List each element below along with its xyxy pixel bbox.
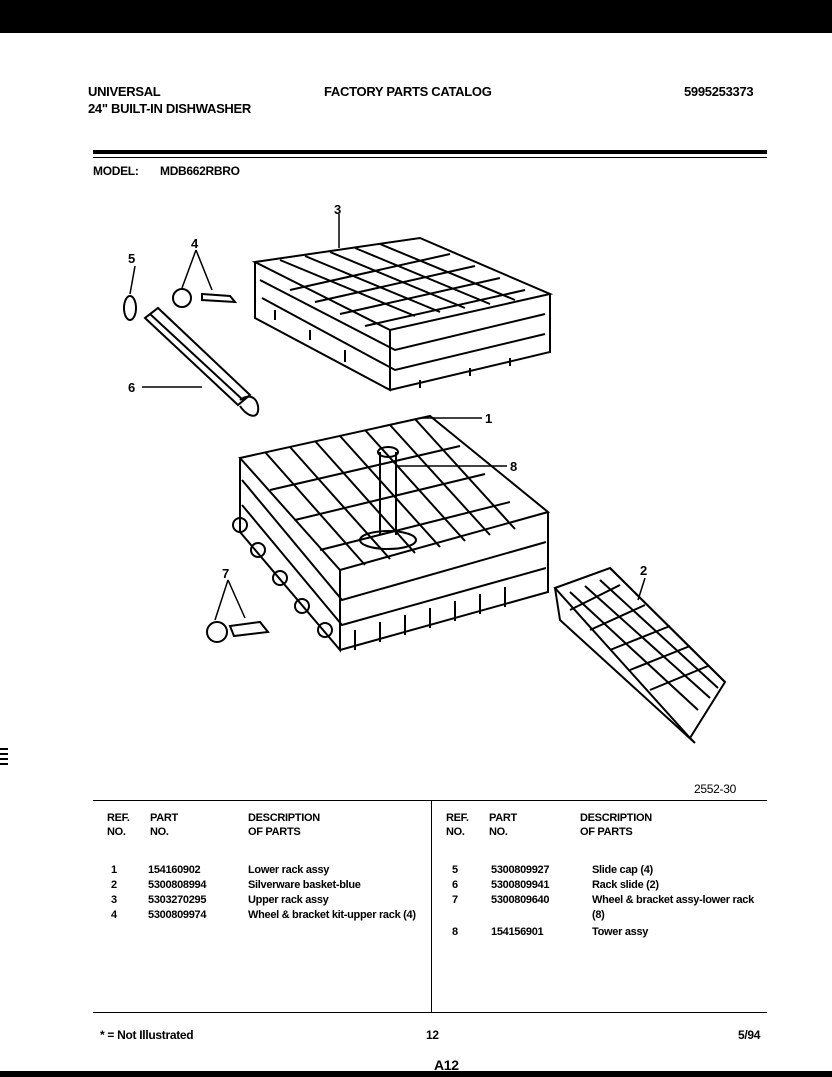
product-name: 24" BUILT-IN DISHWASHER bbox=[88, 101, 251, 116]
table-row: 4 5300809974 Wheel & bracket kit-upper r… bbox=[93, 908, 431, 940]
callout-6: 6 bbox=[128, 380, 135, 395]
right-part-header-line2: NO. bbox=[489, 826, 508, 838]
left-desc-header: DESCRIPTION OF PARTS bbox=[248, 811, 320, 839]
dishwasher-rack-diagram: 3 4 5 6 1 8 7 2 bbox=[123, 202, 727, 744]
part-description: Upper rack assy bbox=[248, 894, 329, 906]
parts-table: REF. NO. PART NO. DESCRIPTION OF PARTS R… bbox=[93, 800, 767, 1013]
lower-wheel-kit-drawing bbox=[206, 620, 270, 643]
page-number: 12 bbox=[426, 1028, 439, 1042]
part-number: 5300809941 bbox=[491, 879, 550, 891]
right-part-header-line1: PART bbox=[489, 812, 517, 824]
left-part-header: PART NO. bbox=[150, 811, 178, 839]
model-value: MDB662RBRO bbox=[160, 164, 240, 178]
bottom-scan-border bbox=[0, 1071, 832, 1077]
table-row: 5 5300809927 Slide cap (4) bbox=[432, 863, 767, 879]
table-row: 2 5300808994 Silverware basket-blue bbox=[93, 878, 431, 894]
callout-leaders bbox=[129, 214, 646, 621]
header-rule bbox=[93, 150, 767, 154]
part-number: 154156901 bbox=[491, 926, 544, 938]
right-desc-header-line2: OF PARTS bbox=[580, 826, 633, 838]
left-part-header-line2: NO. bbox=[150, 826, 169, 838]
top-scan-border bbox=[0, 0, 832, 33]
part-number: 5300809640 bbox=[491, 894, 550, 906]
right-ref-header-line1: REF. bbox=[446, 812, 469, 824]
not-illustrated-note: * = Not Illustrated bbox=[100, 1028, 194, 1042]
part-description: Silverware basket-blue bbox=[248, 879, 361, 891]
ref-number: 6 bbox=[452, 879, 458, 891]
part-description: Rack slide (2) bbox=[592, 879, 659, 891]
revision-date: 5/94 bbox=[738, 1028, 761, 1042]
ref-number: 8 bbox=[452, 926, 458, 938]
upper-rack-drawing bbox=[251, 236, 554, 392]
part-number: 154160902 bbox=[148, 864, 201, 876]
part-number: 5300809974 bbox=[148, 909, 207, 921]
part-number: 5300808994 bbox=[148, 879, 207, 891]
table-row: 3 5303270295 Upper rack assy bbox=[93, 893, 431, 909]
callout-8: 8 bbox=[510, 459, 517, 474]
figure-number: 2552-30 bbox=[694, 782, 736, 796]
ref-number: 3 bbox=[111, 894, 117, 906]
ref-number: 2 bbox=[111, 879, 117, 891]
right-ref-header-line2: NO. bbox=[446, 826, 465, 838]
table-row: 6 5300809941 Rack slide (2) bbox=[432, 878, 767, 894]
model-label: MODEL: bbox=[93, 164, 139, 178]
callout-2: 2 bbox=[640, 563, 647, 578]
part-description: Lower rack assy bbox=[248, 864, 330, 876]
part-description: Slide cap (4) bbox=[592, 864, 653, 876]
callout-3: 3 bbox=[334, 202, 341, 217]
lower-rack-drawing bbox=[232, 414, 551, 653]
part-description: Wheel & bracket kit-upper rack (4) bbox=[248, 909, 416, 921]
rack-slide-drawing bbox=[143, 306, 260, 417]
header-rule-thin bbox=[93, 157, 767, 158]
callout-5: 5 bbox=[128, 251, 135, 266]
table-row: 1 154160902 Lower rack assy bbox=[93, 863, 431, 879]
left-ref-header-line2: NO. bbox=[107, 826, 126, 838]
table-row: 7 5300809640 Wheel & bracket assy-lower … bbox=[432, 893, 767, 925]
upper-wheel-kit-drawing bbox=[172, 288, 238, 308]
table-row: 8 154156901 Tower assy bbox=[432, 925, 767, 941]
part-number: 5303270295 bbox=[148, 894, 207, 906]
slide-cap-drawing bbox=[123, 295, 137, 321]
left-ref-header: REF. NO. bbox=[107, 811, 130, 839]
ref-number: 7 bbox=[452, 894, 458, 906]
right-desc-header-line1: DESCRIPTION bbox=[580, 812, 652, 824]
catalog-number: 5995253373 bbox=[684, 84, 754, 99]
right-desc-header: DESCRIPTION OF PARTS bbox=[580, 811, 652, 839]
ref-number: 1 bbox=[111, 864, 117, 876]
callout-1: 1 bbox=[485, 411, 492, 426]
right-part-header: PART NO. bbox=[489, 811, 517, 839]
left-desc-header-line1: DESCRIPTION bbox=[248, 812, 320, 824]
left-desc-header-line2: OF PARTS bbox=[248, 826, 301, 838]
ref-number: 5 bbox=[452, 864, 458, 876]
part-description: Wheel & bracket assy-lower rack (8) bbox=[592, 894, 754, 921]
part-description: Tower assy bbox=[592, 926, 649, 938]
right-ref-header: REF. NO. bbox=[446, 811, 469, 839]
brand-name: UNIVERSAL bbox=[88, 84, 161, 99]
sheet-number: A12 bbox=[434, 1057, 459, 1073]
catalog-title: FACTORY PARTS CATALOG bbox=[324, 84, 492, 99]
part-number: 5300809927 bbox=[491, 864, 550, 876]
left-part-header-line1: PART bbox=[150, 812, 178, 824]
callout-4: 4 bbox=[191, 236, 199, 251]
silverware-basket-drawing bbox=[553, 566, 727, 744]
left-ref-header-line1: REF. bbox=[107, 812, 130, 824]
ref-number: 4 bbox=[111, 909, 117, 921]
table-column-divider bbox=[431, 801, 432, 1012]
callout-7: 7 bbox=[222, 566, 229, 581]
scan-edge-marks bbox=[0, 748, 8, 770]
